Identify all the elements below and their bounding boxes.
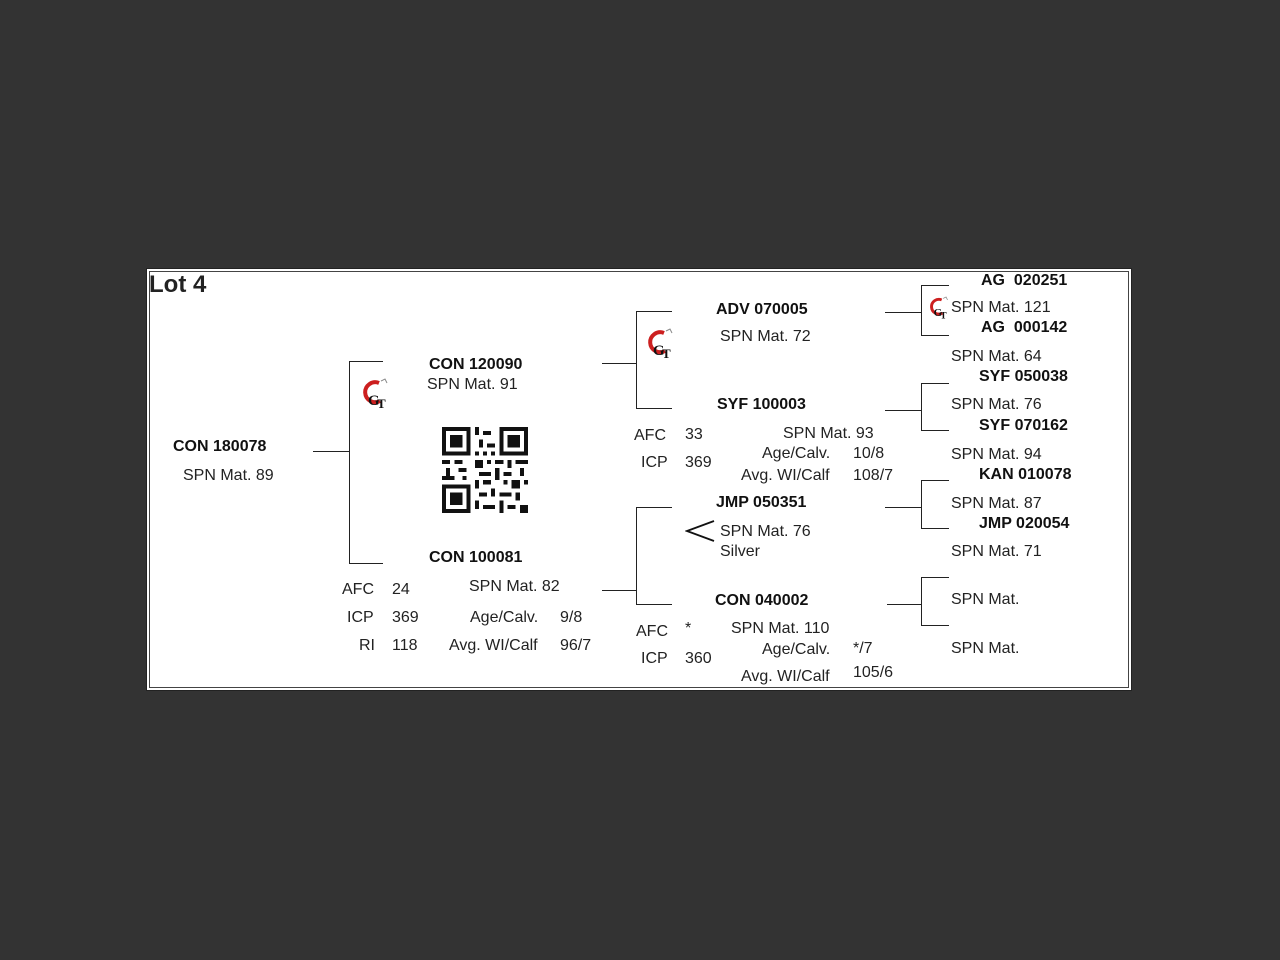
dam-sire-note: Silver [720, 543, 761, 560]
dam-dam-spn: SPN Mat. 110 [731, 620, 830, 637]
svg-text:G: G [653, 343, 665, 359]
sire-dam-wi-value: 108/7 [853, 467, 894, 484]
dam-age-label: Age/Calv. [470, 609, 539, 626]
gt-logo-icon: G T [648, 328, 673, 361]
gen3-2-spn: SPN Mat. 76 [951, 396, 1042, 413]
sire-id: CON 120090 [429, 356, 523, 373]
sire-dam-spn: SPN Mat. 93 [783, 425, 874, 442]
connector-line [636, 507, 637, 604]
connector-line [602, 590, 636, 591]
sire-dam-id: SYF 100003 [717, 396, 806, 413]
connector-line [921, 383, 922, 430]
connector-line [349, 361, 350, 563]
gen3-3-spn: SPN Mat. 94 [951, 446, 1042, 463]
dam-dam-id: CON 040002 [715, 592, 809, 609]
gen3-4-spn: SPN Mat. 87 [951, 495, 1042, 512]
sire-dam-age-value: 10/8 [853, 445, 885, 462]
svg-text:T: T [662, 346, 671, 361]
less-than-bracket-icon [685, 520, 715, 542]
dam-afc-value: 24 [392, 581, 410, 598]
dam-icp-label: ICP [347, 609, 374, 626]
connector-line [349, 563, 383, 564]
dam-dam-wi-label: Avg. WI/Calf [741, 668, 830, 685]
gt-logo-icon: G T [930, 296, 948, 321]
pedigree-card: Lot 4 CON 180078 SPN Mat. 89 G T CON 120… [146, 268, 1132, 691]
connector-line [602, 363, 636, 364]
sire-dam-wi-label: Avg. WI/Calf [741, 467, 830, 484]
gen3-2-id: SYF 050038 [979, 368, 1068, 385]
connector-line [921, 430, 949, 431]
dam-wi-label: Avg. WI/Calf [449, 637, 538, 654]
connector-line [921, 528, 949, 529]
dam-dam-wi-value: 105/6 [853, 664, 894, 681]
gen3-1-spn: SPN Mat. 64 [951, 348, 1042, 365]
sire-sire-id: ADV 070005 [716, 301, 808, 318]
connector-line [921, 383, 949, 384]
sire-spn: SPN Mat. 91 [427, 376, 518, 393]
connector-line [885, 507, 921, 508]
dam-ri-label: RI [359, 637, 375, 654]
gen3-5-spn: SPN Mat. 71 [951, 543, 1042, 560]
qr-code-icon [442, 427, 528, 513]
connector-line [921, 480, 922, 528]
svg-text:G: G [934, 307, 943, 319]
gen3-1-id: AG 000142 [981, 319, 1068, 336]
gen3-0-id: AG 020251 [981, 272, 1068, 289]
connector-line [921, 625, 949, 626]
lot-title: Lot 4 [149, 271, 207, 298]
gen3-7-spn: SPN Mat. [951, 640, 1020, 657]
connector-line [921, 285, 922, 335]
connector-line [921, 285, 949, 286]
sire-dam-age-label: Age/Calv. [762, 445, 831, 462]
dam-ri-value: 118 [392, 637, 418, 654]
svg-text:T: T [940, 311, 947, 321]
sire-dam-afc-value: 33 [685, 426, 703, 443]
dam-dam-icp-value: 360 [685, 650, 712, 667]
sire-dam-icp-value: 369 [685, 454, 712, 471]
connector-line [885, 312, 921, 313]
animal-spn: SPN Mat. 89 [183, 467, 274, 484]
dam-sire-id: JMP 050351 [716, 494, 807, 511]
connector-line [887, 604, 921, 605]
dam-dam-icp-label: ICP [641, 650, 668, 667]
dam-dam-afc-label: AFC [636, 623, 668, 640]
gt-logo-icon: G T [363, 378, 388, 411]
connector-line [921, 480, 949, 481]
dam-icp-value: 369 [392, 609, 419, 626]
connector-line [921, 577, 949, 578]
gen3-4-id: KAN 010078 [979, 466, 1072, 483]
svg-text:G: G [368, 393, 380, 409]
dam-dam-age-value: */7 [853, 640, 873, 657]
dam-spn: SPN Mat. 82 [469, 578, 560, 595]
dam-sire-spn: SPN Mat. 76 [720, 523, 811, 540]
sire-dam-afc-label: AFC [634, 427, 666, 444]
connector-line [885, 410, 921, 411]
dam-dam-age-label: Age/Calv. [762, 641, 831, 658]
connector-line [921, 577, 922, 625]
connector-line [636, 311, 672, 312]
sire-dam-icp-label: ICP [641, 454, 668, 471]
sire-sire-spn: SPN Mat. 72 [720, 328, 811, 345]
gen3-5-id: JMP 020054 [979, 515, 1070, 532]
connector-line [636, 408, 672, 409]
dam-dam-afc-value: * [685, 620, 692, 637]
animal-id: CON 180078 [173, 438, 267, 455]
connector-line [921, 335, 949, 336]
dam-age-value: 9/8 [560, 609, 583, 626]
connector-line [349, 361, 383, 362]
dam-afc-label: AFC [342, 581, 374, 598]
dam-id: CON 100081 [429, 549, 523, 566]
connector-line [636, 507, 672, 508]
gen3-3-id: SYF 070162 [979, 417, 1068, 434]
gen3-6-spn: SPN Mat. [951, 591, 1020, 608]
connector-line [313, 451, 349, 452]
connector-line [636, 311, 637, 408]
dam-wi-value: 96/7 [560, 637, 592, 654]
connector-line [636, 604, 672, 605]
svg-text:T: T [377, 396, 386, 411]
gen3-0-spn: SPN Mat. 121 [951, 299, 1051, 316]
